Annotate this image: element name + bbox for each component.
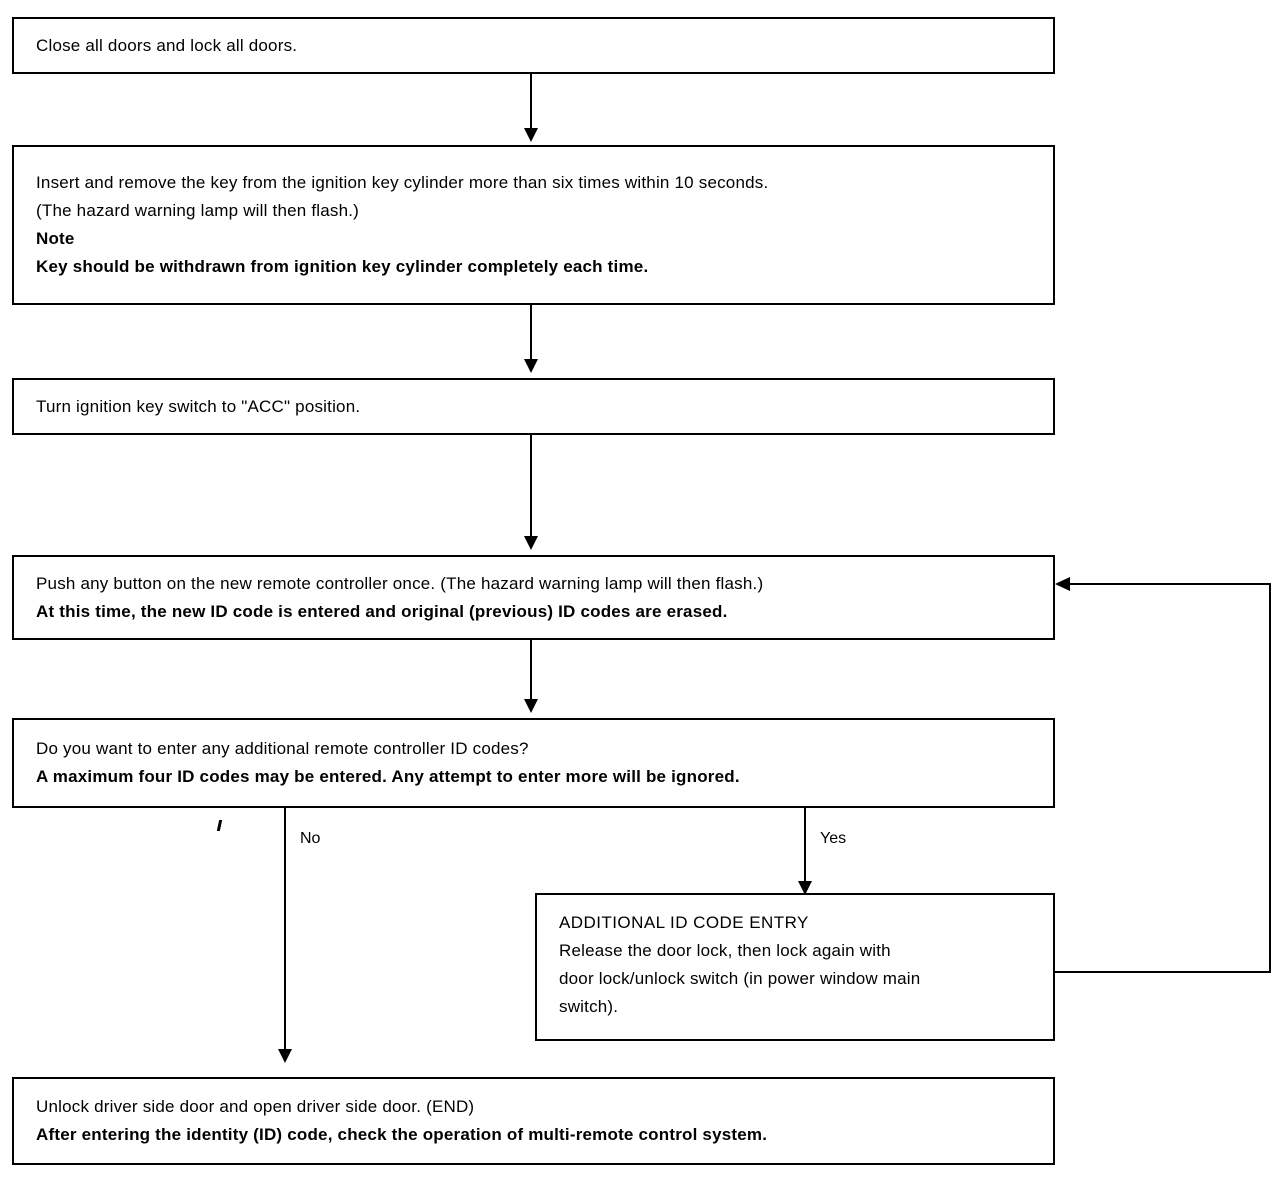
flow-node-push-button-line-1: Push any button on the new remote contro… xyxy=(36,573,764,593)
arrowhead-push-button-to-question xyxy=(524,699,538,713)
flow-node-unlock-open-door-end-line-1: Unlock driver side door and open driver … xyxy=(36,1097,475,1116)
branch-label-yes: Yes xyxy=(820,830,847,847)
arrowhead-close-doors-to-insert-key xyxy=(524,128,538,142)
flow-node-close-doors-line-1: Close all doors and lock all doors. xyxy=(36,35,298,55)
connector-yes-branch xyxy=(804,808,806,886)
flow-node-unlock-open-door-end: Unlock driver side door and open driver … xyxy=(12,1077,1055,1165)
branch-label-no: No xyxy=(300,830,321,847)
arrowhead-feedback-loop xyxy=(1055,577,1070,591)
flow-node-additional-id-code-entry: ADDITIONAL ID CODE ENTRY Release the doo… xyxy=(535,893,1055,1041)
flow-node-additional-id-code-entry-line-4: switch). xyxy=(559,997,619,1016)
flow-node-push-button-line-2: At this time, the new ID code is entered… xyxy=(36,601,728,621)
scan-artifact-speck xyxy=(216,820,223,831)
flow-node-push-button: Push any button on the new remote contro… xyxy=(12,555,1055,640)
flow-node-insert-remove-key-text: Insert and remove the key from the ignit… xyxy=(36,147,1043,303)
arrowhead-yes-branch xyxy=(798,881,812,895)
flow-node-insert-remove-key-note-text: Key should be withdrawn from ignition ke… xyxy=(36,257,649,276)
flow-node-unlock-open-door-end-text: Unlock driver side door and open driver … xyxy=(36,1079,1043,1163)
flow-node-additional-codes-question: Do you want to enter any additional remo… xyxy=(12,718,1055,808)
arrowhead-no-branch xyxy=(278,1049,292,1063)
flow-node-close-doors: Close all doors and lock all doors. xyxy=(12,17,1055,74)
flow-node-additional-codes-question-line-2: A maximum four ID codes may be entered. … xyxy=(36,767,740,786)
flow-node-additional-codes-question-text: Do you want to enter any additional remo… xyxy=(36,720,1043,806)
flow-node-insert-remove-key: Insert and remove the key from the ignit… xyxy=(12,145,1055,305)
flow-node-additional-id-code-entry-line-2: Release the door lock, then lock again w… xyxy=(559,941,891,960)
flow-node-additional-codes-question-line-1: Do you want to enter any additional remo… xyxy=(36,739,529,758)
feedback-loop-segment-top xyxy=(1070,583,1271,585)
flow-node-unlock-open-door-end-line-2: After entering the identity (ID) code, c… xyxy=(36,1125,768,1144)
feedback-loop-segment-right xyxy=(1269,583,1271,973)
connector-insert-key-to-turn-key xyxy=(530,305,532,363)
connector-no-branch xyxy=(284,808,286,1053)
flow-node-turn-key-acc-text: Turn ignition key switch to "ACC" positi… xyxy=(36,380,1043,433)
arrowhead-insert-key-to-turn-key xyxy=(524,359,538,373)
flow-node-push-button-text: Push any button on the new remote contro… xyxy=(36,557,1043,638)
connector-push-button-to-question xyxy=(530,640,532,703)
flow-node-additional-id-code-entry-line-3: door lock/unlock switch (in power window… xyxy=(559,969,921,988)
flow-node-insert-remove-key-note-heading: Note xyxy=(36,229,75,248)
connector-close-doors-to-insert-key xyxy=(530,74,532,132)
flow-node-close-doors-text: Close all doors and lock all doors. xyxy=(36,19,1043,72)
flow-node-insert-remove-key-line-2: (The hazard warning lamp will then flash… xyxy=(36,201,360,220)
feedback-loop-segment-bottom xyxy=(1055,971,1271,973)
flow-node-additional-id-code-entry-text: ADDITIONAL ID CODE ENTRY Release the doo… xyxy=(559,895,1043,1039)
flow-node-additional-id-code-entry-heading: ADDITIONAL ID CODE ENTRY xyxy=(559,913,809,932)
flow-node-turn-key-acc-line-1: Turn ignition key switch to "ACC" positi… xyxy=(36,396,361,416)
connector-turn-key-to-push-button xyxy=(530,435,532,540)
flow-node-insert-remove-key-line-1: Insert and remove the key from the ignit… xyxy=(36,173,769,192)
arrowhead-turn-key-to-push-button xyxy=(524,536,538,550)
flow-node-turn-key-acc: Turn ignition key switch to "ACC" positi… xyxy=(12,378,1055,435)
